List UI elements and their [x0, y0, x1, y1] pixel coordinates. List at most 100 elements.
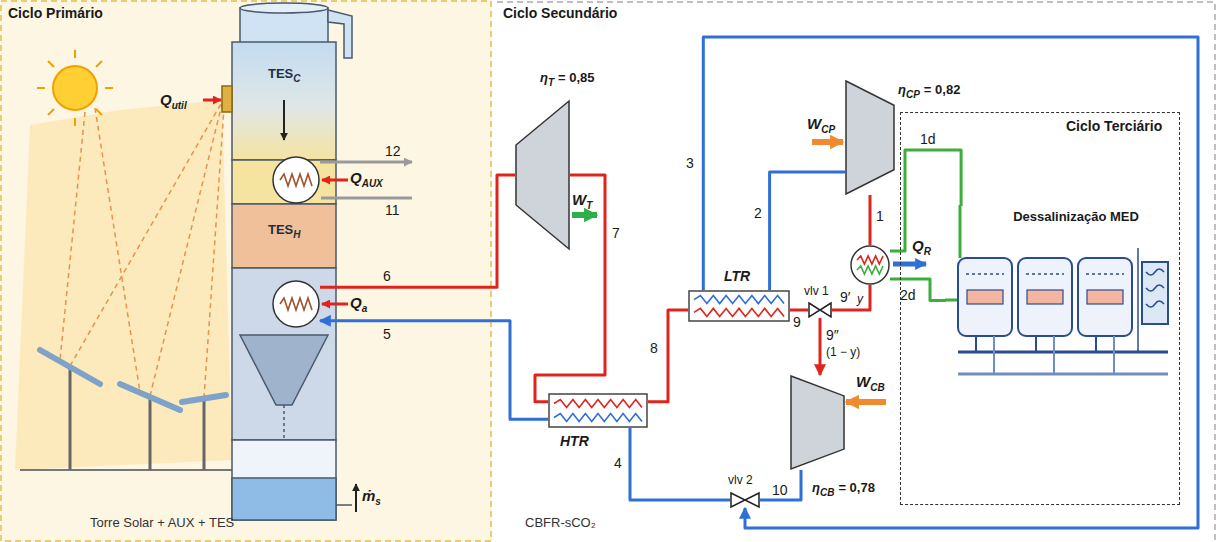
node-label-box: TESC — [268, 66, 301, 87]
drawing-path — [857, 256, 883, 264]
state-point-number: 2d — [900, 287, 916, 303]
subscript: util — [172, 100, 187, 111]
node-label-box: TESH — [268, 222, 301, 243]
drawing-polygon — [745, 493, 759, 507]
state-point-box: 9″ — [826, 327, 839, 343]
drawing-path — [857, 266, 883, 274]
annotation-label: η — [540, 70, 548, 85]
turbine-symbol-outline — [515, 100, 570, 250]
heat-arrows — [203, 100, 926, 512]
node-label: vlv 2 — [728, 473, 753, 487]
drawing-path — [1026, 273, 1064, 275]
node-label-box: Qa — [350, 295, 367, 317]
cooler-circle-outline — [850, 245, 890, 285]
cooler-circle: QR — [850, 245, 890, 285]
recuperator-box: HTR — [548, 393, 648, 428]
flow-line — [869, 195, 872, 245]
node-label: CBFR-sCO₂ — [525, 515, 596, 530]
drawing-g — [40, 350, 226, 410]
annotation-label: η — [898, 82, 906, 97]
drawing-line — [203, 99, 221, 102]
drawing-rect — [1078, 258, 1132, 336]
flow-line — [832, 285, 870, 310]
label-group: Qutil — [160, 92, 187, 114]
drawing-rect — [1142, 262, 1168, 324]
drawing-line — [105, 87, 113, 89]
value-text: = 0,82 — [924, 82, 961, 97]
node-label: HTR — [560, 433, 589, 449]
subscript: a — [362, 303, 368, 314]
node-label-box: QAUX — [350, 170, 383, 192]
node-label-box: vlv 1 — [804, 283, 829, 299]
heat-exchanger-circle-outline — [272, 280, 320, 328]
drawing-g — [1078, 258, 1132, 374]
drawing-polygon — [516, 101, 569, 249]
node-label: Torre Solar + AUX + TES — [90, 515, 234, 530]
state-point-box: 5 — [383, 326, 391, 342]
state-point-box: 9 — [793, 314, 801, 330]
node-label-box: WCP — [807, 116, 835, 138]
drawing-path — [694, 296, 784, 304]
drawing-line — [96, 109, 102, 115]
state-point-box: 1 — [876, 208, 884, 224]
drawing-line — [958, 373, 1168, 376]
drawing-rect — [232, 42, 336, 160]
drawing-rect — [958, 258, 1012, 336]
drawing-line — [74, 50, 76, 58]
drawing-polygon — [731, 493, 745, 507]
heat-exchanger-circle: QAUX — [272, 156, 320, 204]
node-label-box: QR — [912, 238, 931, 260]
state-point-box: 4 — [614, 455, 622, 471]
drawing-line — [959, 205, 962, 258]
drawing-polygon — [240, 335, 328, 405]
node-label: W — [807, 115, 821, 132]
annotation-label: η — [812, 480, 820, 495]
label-group: 11 — [385, 202, 400, 218]
label-group: (1 − y) — [826, 344, 860, 360]
state-point-box: 10 — [772, 482, 788, 498]
node-label-box: Ciclo Secundário — [503, 5, 617, 21]
node-label: Ciclo Secundário — [503, 5, 617, 21]
turbine-symbol: WT — [515, 100, 570, 250]
annotation-label: 12 — [385, 143, 401, 159]
state-point-number: 3 — [686, 155, 694, 171]
drawing-line — [572, 212, 597, 218]
compressor-symbol-outline — [845, 80, 895, 195]
node-label-box: HTR — [560, 433, 589, 449]
recuperator-box-outline — [688, 290, 790, 322]
state-point-box: 9′ — [840, 289, 850, 305]
drawing-rect — [549, 394, 647, 427]
node-label: Ciclo Terciário — [1066, 118, 1162, 134]
state-point-box: 6 — [383, 268, 391, 284]
subscript: R — [924, 246, 931, 257]
value-text: = 0,78 — [838, 480, 875, 495]
region-box: Ciclo SecundárioCBFR-sCO₂ Ciclo Terciário… — [495, 0, 1217, 542]
drawing-line — [96, 61, 102, 67]
drawing-polygon — [846, 81, 894, 194]
compressor-symbol: WCP — [845, 80, 895, 195]
node-label-box: Torre Solar + AUX + TES — [90, 515, 234, 531]
drawing-line — [355, 484, 357, 512]
drawing-line — [48, 61, 54, 67]
drawing-line — [1035, 336, 1037, 352]
heliostats — [20, 102, 232, 470]
label-group: ṁs — [362, 488, 381, 510]
subscript: s — [375, 496, 381, 507]
region-box: TESH — [244, 214, 324, 250]
drawing-polygon — [15, 100, 232, 470]
node-label-box: CBFR-sCO₂ — [525, 515, 596, 531]
solar-tower — [222, 3, 352, 520]
drawing-line — [182, 395, 226, 402]
state-point-number: 9 — [793, 314, 801, 330]
node-label-box: Ciclo Primário — [8, 5, 103, 21]
compressor-symbol-outline — [790, 375, 845, 470]
heat-exchanger-circle: Qa — [272, 280, 320, 328]
subscript: CB — [870, 382, 884, 393]
state-point-box: 2 — [754, 205, 762, 221]
drawing-g — [60, 102, 224, 398]
node-label: W — [856, 373, 870, 390]
